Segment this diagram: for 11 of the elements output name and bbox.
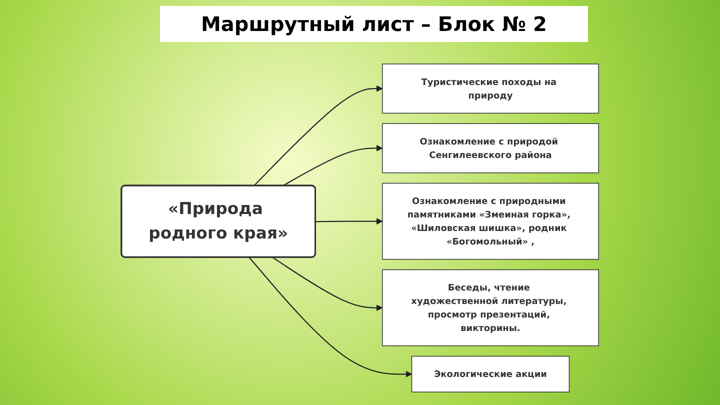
arrow xyxy=(316,218,383,225)
node-box: Ознакомление с природой Сенгилеевского района xyxy=(382,123,599,174)
node-box: Беседы, чтение художественной литературы, просмотр презентаций, викторины. xyxy=(382,269,599,346)
slide-title: Маршрутный лист – Блок № 2 xyxy=(160,6,588,42)
arrow xyxy=(282,144,383,186)
arrow xyxy=(248,257,412,378)
node-box: Экологические акции xyxy=(411,356,570,392)
arrow xyxy=(272,256,383,312)
node-box: Ознакомление с природными памятниками «Змеиная горка», «Шиловская шишка», родник «Богомольный» , xyxy=(382,182,599,260)
node-box: Туристические походы на природу xyxy=(382,64,599,114)
arrow xyxy=(253,85,383,186)
